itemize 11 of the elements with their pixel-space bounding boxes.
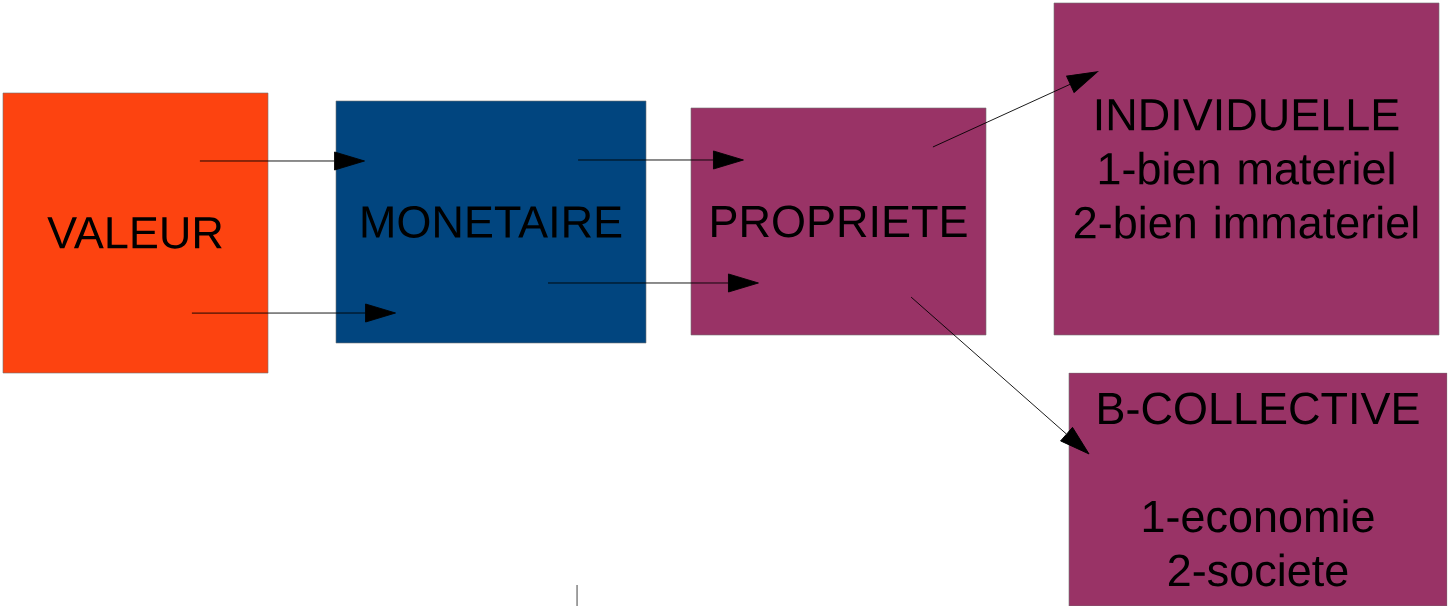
process-box: MONETAIRE xyxy=(335,100,647,344)
process-box: PROPRIETE xyxy=(690,107,987,336)
process-box: VALEUR xyxy=(2,92,269,374)
arrow xyxy=(191,303,396,323)
process-box: INDIVIDUELLE 1-bien materiel 2-bien immateriel xyxy=(1053,2,1440,336)
arrow xyxy=(932,71,1098,148)
arrow xyxy=(577,150,744,170)
arrow xyxy=(199,151,365,171)
arrow xyxy=(547,273,759,293)
arrow xyxy=(910,296,1090,455)
process-box: B-COLLECTIVE 1-economie 2-societe xyxy=(1068,372,1448,606)
